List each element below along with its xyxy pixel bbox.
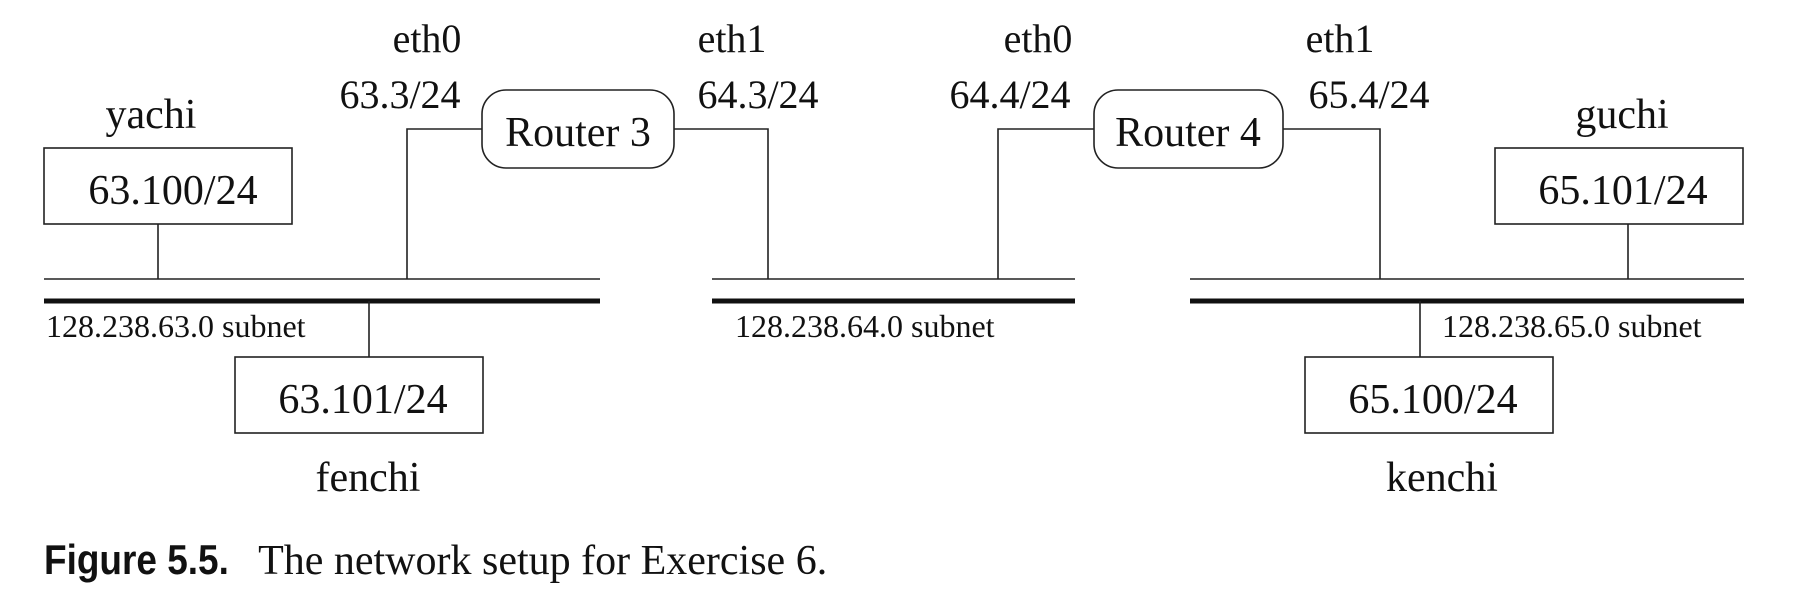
router-3-eth1-address: 64.3/24	[697, 72, 818, 117]
router-3: eth0 63.3/24 eth1 64.3/24 Router 3	[339, 16, 819, 169]
subnet-63-label: 128.238.63.0 subnet	[46, 308, 306, 344]
router-3-label: Router 3	[505, 110, 651, 156]
router-3-eth0-address: 63.3/24	[339, 72, 460, 117]
host-address: 65.101/24	[1538, 168, 1707, 214]
router-3-box	[481, 89, 675, 169]
host-address: 63.100/24	[88, 168, 257, 214]
figure-caption-text: The network setup for Exercise 6.	[258, 538, 828, 584]
router-4-eth1-name: eth1	[1306, 16, 1375, 61]
host-address: 65.100/24	[1348, 377, 1517, 423]
host-box	[1304, 356, 1554, 434]
host-fenchi: 63.101/24 fenchi	[234, 356, 484, 501]
router-4-eth0-address: 64.4/24	[949, 72, 1070, 117]
host-yachi: yachi 63.100/24	[43, 92, 293, 225]
subnet-65-bus	[1190, 278, 1744, 304]
connector-lines	[157, 128, 1629, 357]
host-kenchi: 65.100/24 kenchi	[1304, 356, 1554, 501]
router-4-eth0-name: eth0	[1004, 16, 1073, 61]
router-4-eth1-address: 65.4/24	[1308, 72, 1429, 117]
host-name: yachi	[106, 92, 197, 138]
router-4: eth0 64.4/24 eth1 65.4/24 Router 4	[949, 16, 1430, 169]
host-guchi: guchi 65.101/24	[1494, 92, 1744, 225]
subnet-65-label: 128.238.65.0 subnet	[1442, 308, 1702, 344]
router-4-box	[1093, 89, 1284, 169]
subnet-64-bus	[712, 278, 1075, 304]
host-name: guchi	[1575, 92, 1668, 138]
host-box	[1494, 147, 1744, 225]
host-name: fenchi	[316, 455, 421, 501]
host-box	[234, 356, 484, 434]
host-address: 63.101/24	[278, 377, 447, 423]
router-3-eth1-name: eth1	[698, 16, 767, 61]
router-3-eth0-name: eth0	[393, 16, 462, 61]
subnet-64-label: 128.238.64.0 subnet	[735, 308, 995, 344]
figure-caption: Figure 5.5. The network setup for Exercis…	[44, 536, 827, 585]
router-4-label: Router 4	[1115, 110, 1261, 156]
host-name: kenchi	[1386, 455, 1498, 501]
subnet-63-bus	[44, 278, 600, 304]
host-box	[43, 147, 293, 225]
figure-caption-label: Figure 5.5.	[44, 536, 229, 583]
